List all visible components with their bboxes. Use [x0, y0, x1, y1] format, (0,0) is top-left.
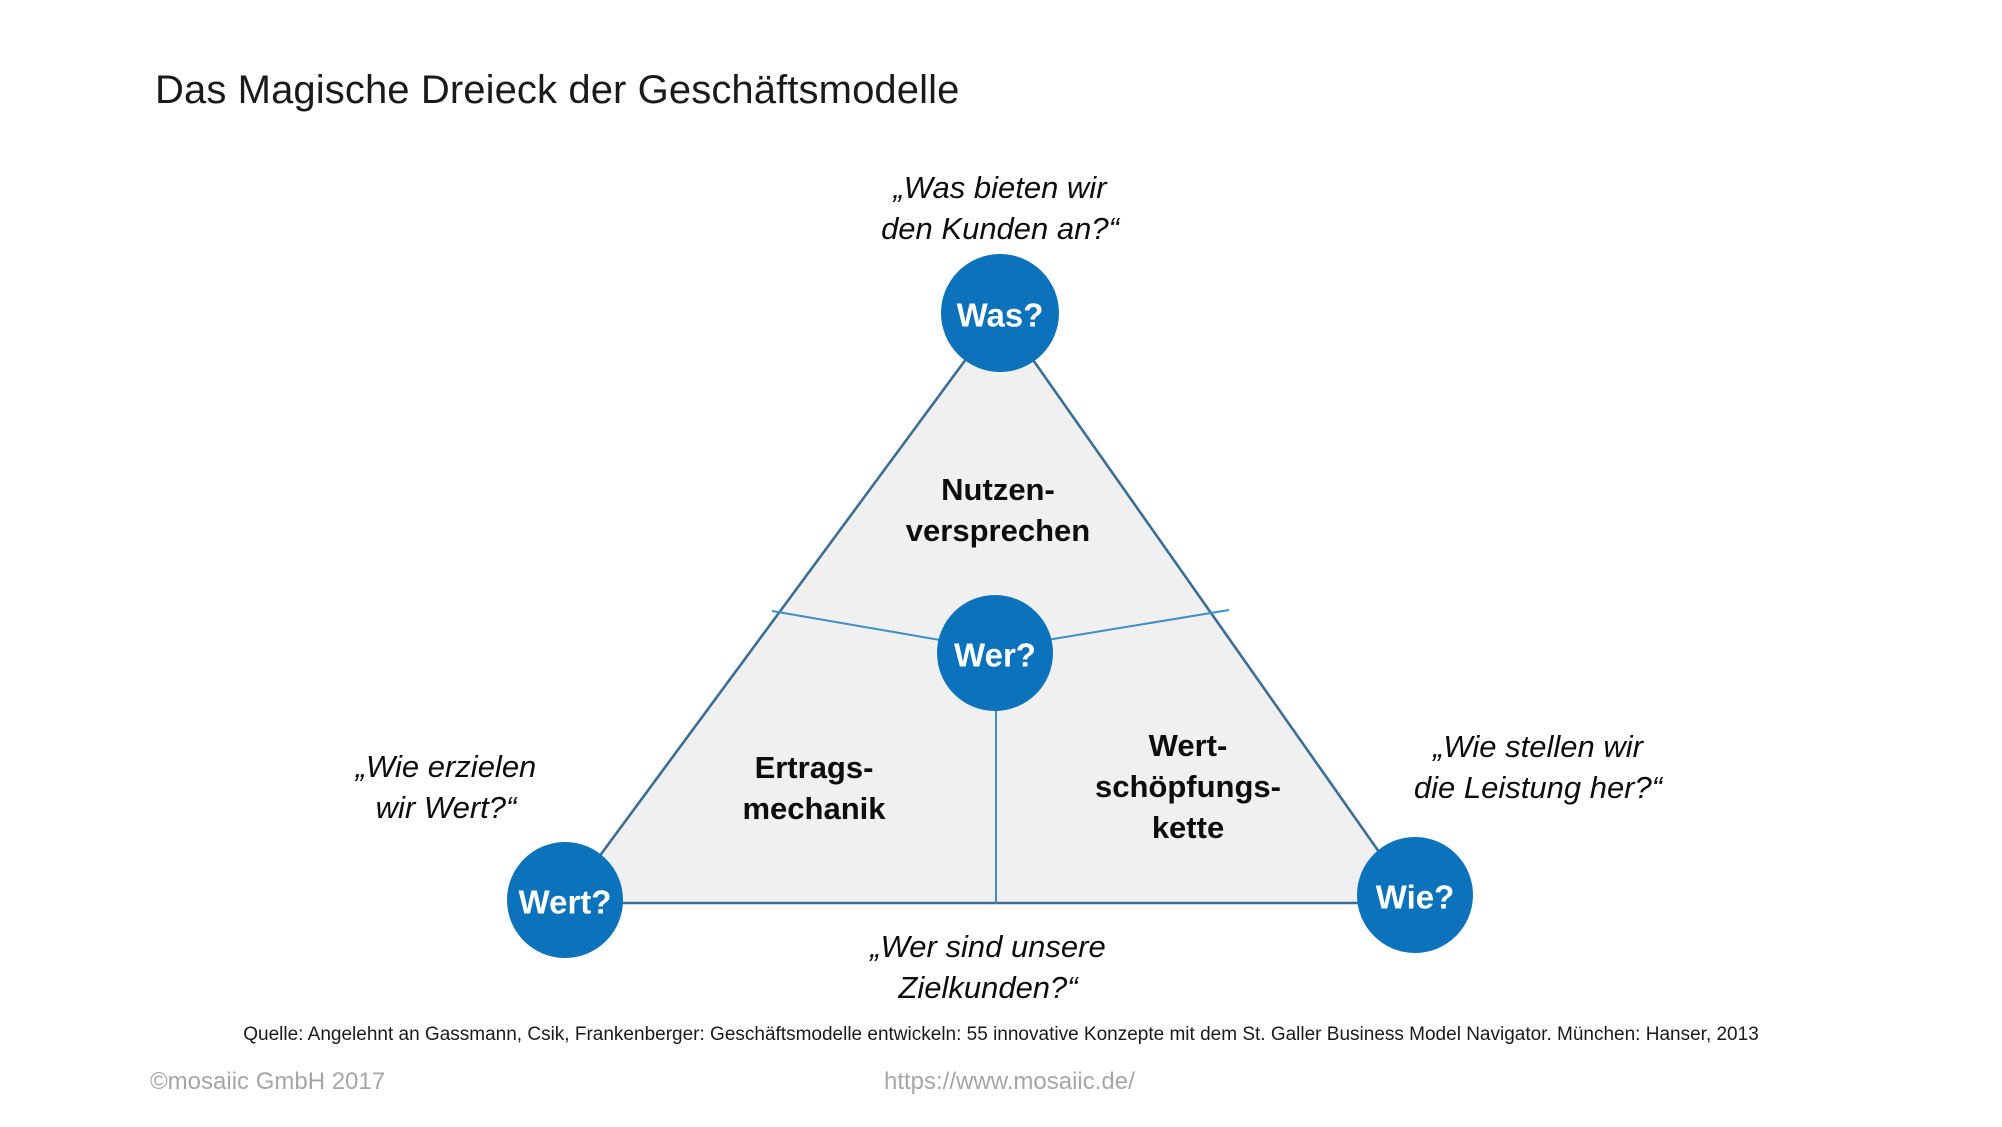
quote-wie-line-1: „Wie stellen wir	[1431, 729, 1645, 764]
sector-label-nutzenversprechen: Nutzen- versprechen	[906, 472, 1090, 548]
quote-was-line-2: den Kunden an?“	[881, 211, 1121, 246]
source-citation: Quelle: Angelehnt an Gassmann, Csik, Fra…	[243, 1024, 1759, 1045]
footer-copyright: ©mosaiic GmbH 2017	[150, 1068, 386, 1095]
node-wer-label: Wer?	[954, 637, 1036, 674]
divider-line-upper-left	[771, 610, 941, 641]
footer-url[interactable]: https://www.mosaiic.de/	[884, 1068, 1135, 1095]
sector-ertrags-line-1: Ertrags-	[755, 750, 874, 785]
quote-wer-line-1: „Wer sind unsere	[868, 929, 1105, 964]
node-wert-circle[interactable]	[507, 842, 623, 958]
quote-wert-line-1: „Wie erzielen	[354, 749, 537, 784]
page-title: Das Magische Dreieck der Geschäftsmodell…	[155, 68, 960, 112]
quote-wie-line-2: die Leistung her?“	[1414, 770, 1664, 805]
quote-wie: „Wie stellen wir die Leistung her?“	[1414, 729, 1664, 805]
node-was[interactable]: Was?	[941, 254, 1059, 372]
node-wie[interactable]: Wie?	[1357, 837, 1473, 953]
node-wie-label: Wie?	[1376, 879, 1455, 916]
sector-label-wertschoepfungskette: Wert- schöpfungs- kette	[1095, 728, 1281, 845]
node-was-circle[interactable]	[941, 254, 1059, 372]
sector-nutzen-line-1: Nutzen-	[941, 472, 1055, 507]
quote-wer: „Wer sind unsere Zielkunden?“	[868, 929, 1105, 1005]
quote-was-line-1: „Was bieten wir	[891, 170, 1108, 205]
sector-wert-line-1: Wert-	[1149, 728, 1228, 763]
divider-line-upper-right	[1046, 609, 1230, 641]
sector-wert-line-3: kette	[1152, 810, 1224, 845]
node-wie-circle[interactable]	[1357, 837, 1473, 953]
magic-triangle-diagram: Nutzen- versprechen Ertrags- mechanik We…	[354, 170, 1664, 1005]
sector-nutzen-line-2: versprechen	[906, 513, 1090, 548]
quote-was: „Was bieten wir den Kunden an?“	[881, 170, 1121, 246]
node-wert[interactable]: Wert?	[507, 842, 623, 958]
node-wer-circle[interactable]	[937, 595, 1053, 711]
quote-wert: „Wie erzielen wir Wert?“	[354, 749, 537, 825]
node-was-label: Was?	[957, 297, 1044, 334]
quote-wer-line-2: Zielkunden?“	[897, 970, 1079, 1005]
sector-ertrags-line-2: mechanik	[742, 791, 886, 826]
sector-wert-line-2: schöpfungs-	[1095, 769, 1281, 804]
node-wer[interactable]: Wer?	[937, 595, 1053, 711]
quote-wert-line-2: wir Wert?“	[376, 790, 518, 825]
sector-label-ertragsmechanik: Ertrags- mechanik	[742, 750, 886, 826]
footer: ©mosaiic GmbH 2017 https://www.mosaiic.d…	[0, 1068, 2002, 1108]
node-wert-label: Wert?	[519, 884, 612, 921]
